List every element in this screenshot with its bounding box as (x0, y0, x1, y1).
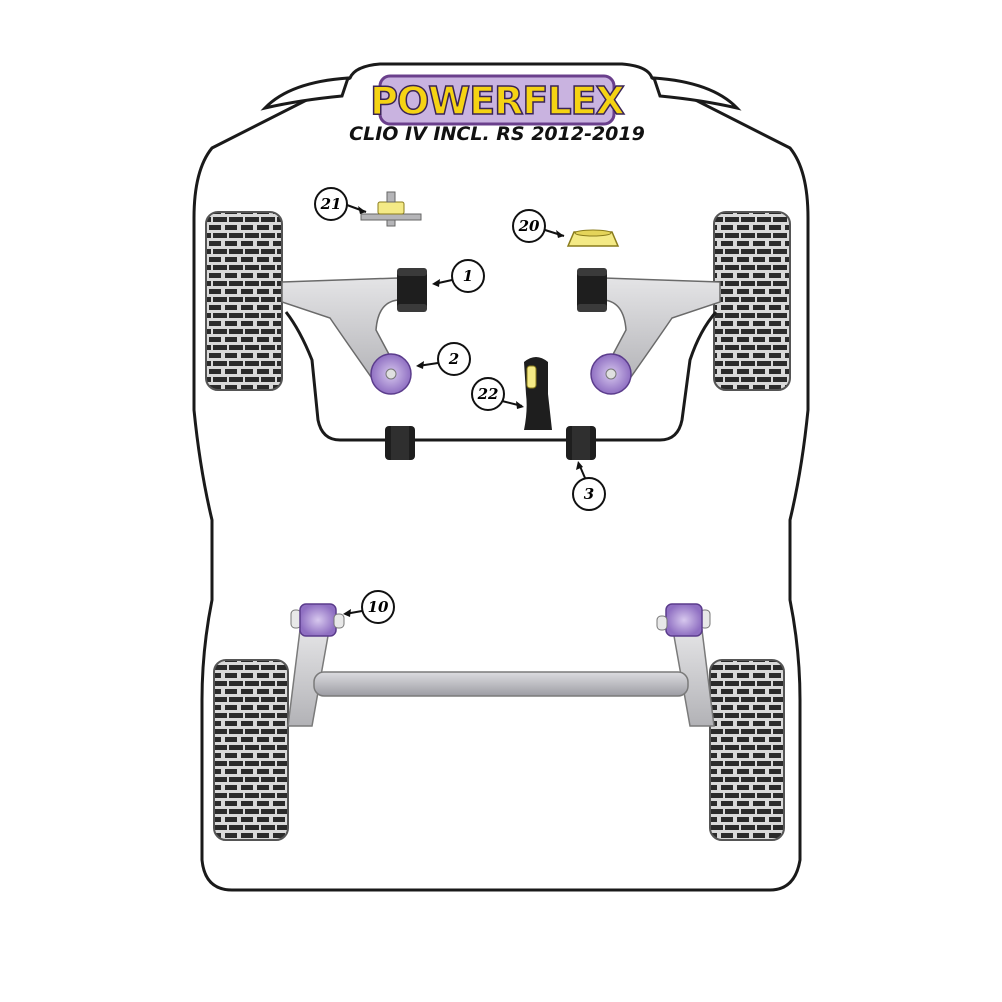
callout-22: 22 (471, 377, 524, 411)
logo-text: POWERFLEX (370, 79, 624, 123)
tyre-front-left (205, 211, 283, 391)
powerflex-logo: POWERFLEX (369, 74, 626, 126)
bush-rear-beam-right (656, 603, 711, 637)
bush-front-wishbone-rear-left (370, 353, 412, 395)
callout-3: 3 (572, 461, 606, 511)
front-anti-roll-bar (284, 311, 718, 442)
callout-21-label: 21 (320, 195, 342, 213)
callout-3-label: 3 (584, 485, 594, 503)
bush-rear-beam-left (290, 603, 345, 637)
tyre-rear-left (213, 659, 289, 841)
bush-anti-roll-bar-right (566, 426, 596, 460)
tyre-rear-right (709, 659, 785, 841)
callout-2-label: 2 (448, 350, 459, 368)
car-body-outline (192, 62, 810, 892)
callout-20-label: 20 (518, 217, 540, 235)
bush-front-wishbone-front-right (577, 268, 607, 312)
callout-1-label: 1 (463, 267, 473, 285)
bush-anti-roll-bar-left (385, 426, 415, 460)
headlight-right (651, 76, 742, 111)
callout-10-label: 10 (368, 598, 389, 616)
callout-20: 20 (512, 209, 565, 243)
callout-2: 2 (416, 342, 471, 376)
top-mount-bush (360, 191, 422, 227)
callout-21: 21 (314, 187, 367, 221)
bump-stop-bush (566, 229, 620, 247)
bush-front-wishbone-rear-right (590, 353, 632, 395)
lower-engine-mount (524, 357, 552, 430)
headlight-left (260, 76, 351, 111)
callout-22-label: 22 (477, 385, 499, 403)
callout-1: 1 (432, 259, 485, 293)
callout-10: 10 (343, 590, 395, 624)
tyre-front-right (713, 211, 791, 391)
bush-front-wishbone-front-left (397, 268, 427, 312)
vehicle-subtitle: CLIO IV INCL. RS 2012-2019 (349, 123, 645, 145)
rear-torsion-beam (287, 629, 715, 727)
